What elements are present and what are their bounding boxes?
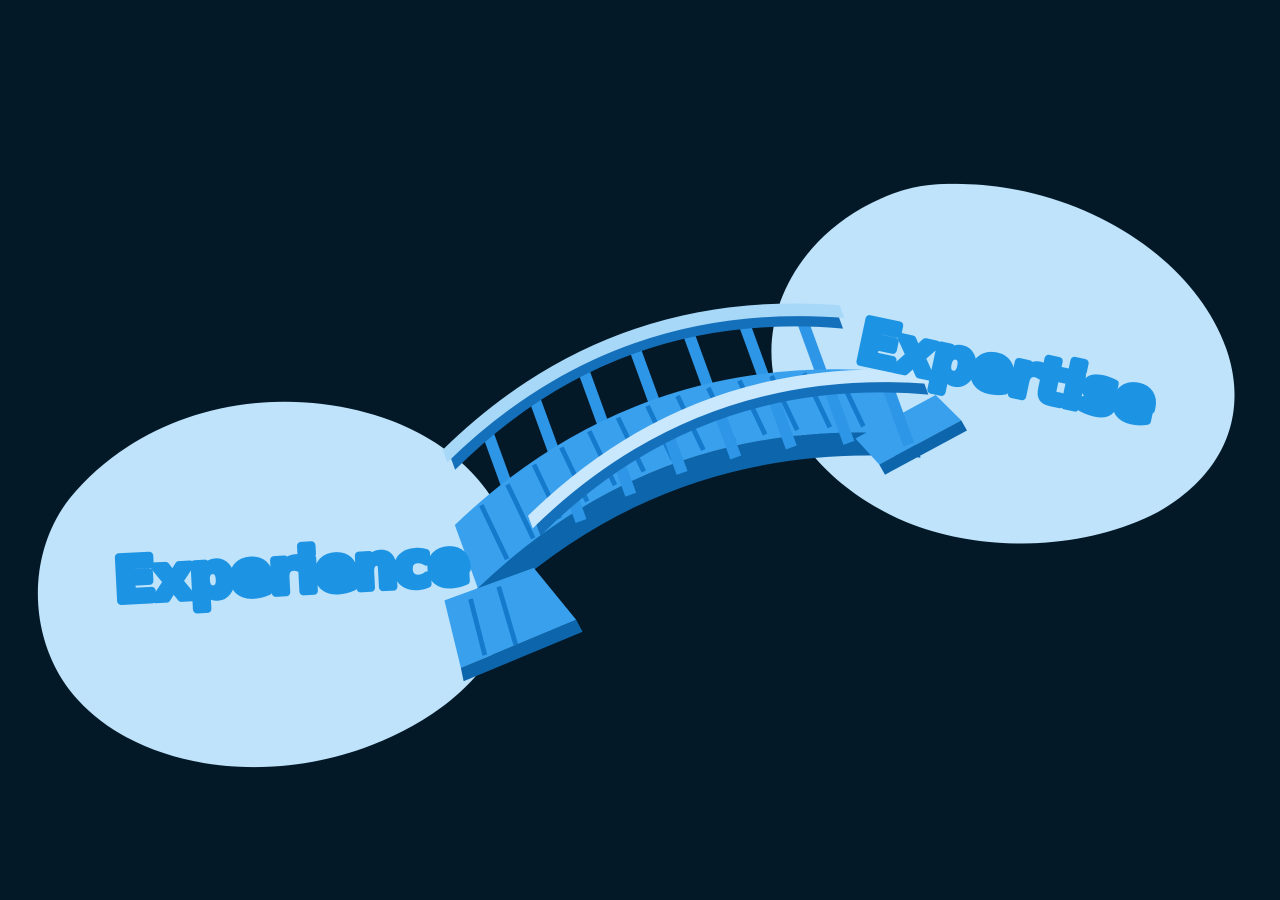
bridge-far-rail-top [442,303,845,463]
bridge-far-rail-posts [480,314,829,492]
bridge-icon [442,303,968,682]
experience-blob [37,401,517,768]
bridge-left-apron-edge [460,619,583,682]
bridge-right-apron-edge [879,420,968,475]
bridge-left-apron-stripes [468,586,519,656]
bridge-deck [454,369,902,589]
bridge-near-rail-top [528,369,930,529]
